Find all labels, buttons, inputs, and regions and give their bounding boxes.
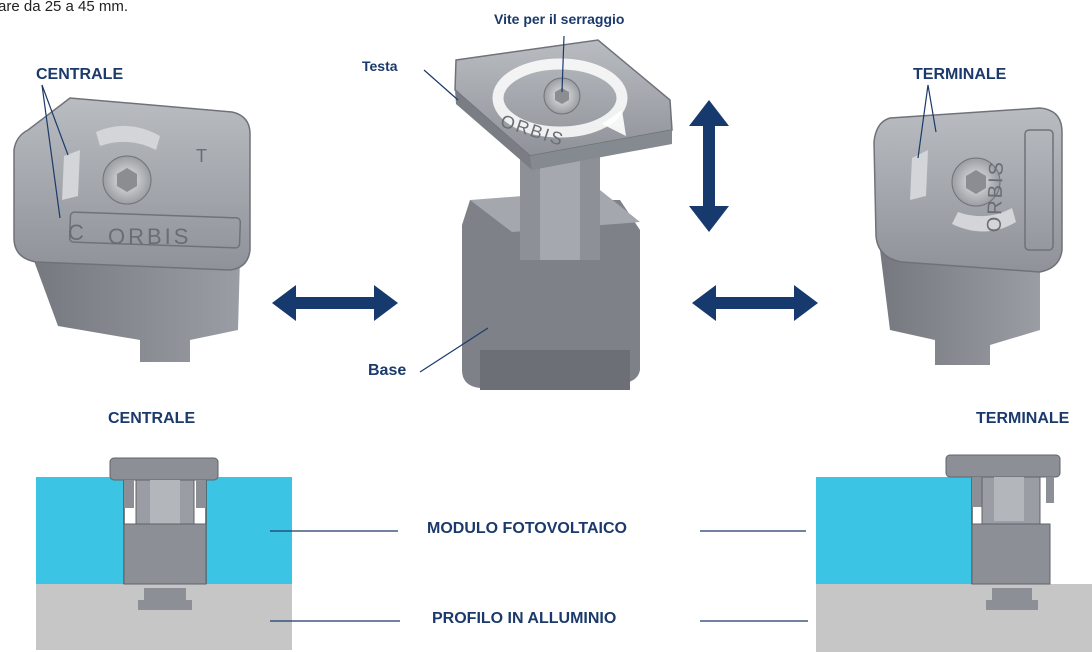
terminale-bottom-label: TERMINALE [976, 410, 1070, 427]
base-callout-line [419, 327, 489, 373]
base-label: Base [368, 362, 407, 379]
centrale-callout-line [41, 84, 61, 219]
vite-label: Vite per il serraggio [494, 11, 625, 27]
centrale-section [36, 457, 292, 650]
exploded-clamp [454, 39, 673, 390]
centrale-brand: ORBIS [108, 224, 191, 249]
modulo-label: MODULO FOTOVOLTAICO [427, 520, 627, 537]
head-mark-c: C [68, 220, 84, 245]
centrale-callout-line [41, 84, 69, 156]
terminale-brand: ORBIS [984, 160, 1009, 233]
head-mark-t: T [196, 146, 207, 166]
terminale-top-label: TERMINALE [913, 66, 1007, 83]
terminale-callout-line [917, 84, 929, 159]
terminale-clamp [873, 107, 1063, 365]
testa-callout-line [423, 69, 459, 101]
right-double-arrow [692, 285, 818, 321]
profilo-label: PROFILO IN ALLUMINIO [432, 610, 617, 627]
centrale-clamp [13, 97, 251, 362]
terminale-callout-line [927, 84, 937, 133]
centrale-bottom-label: CENTRALE [108, 410, 196, 427]
vertical-double-arrow [689, 100, 729, 232]
testa-label: Testa [362, 58, 398, 74]
intro-text: are da 25 a 45 mm. [0, 0, 129, 15]
left-double-arrow [272, 285, 398, 321]
terminale-section [816, 454, 1092, 652]
vite-callout-line [561, 35, 565, 93]
centrale-top-label: CENTRALE [36, 66, 124, 83]
